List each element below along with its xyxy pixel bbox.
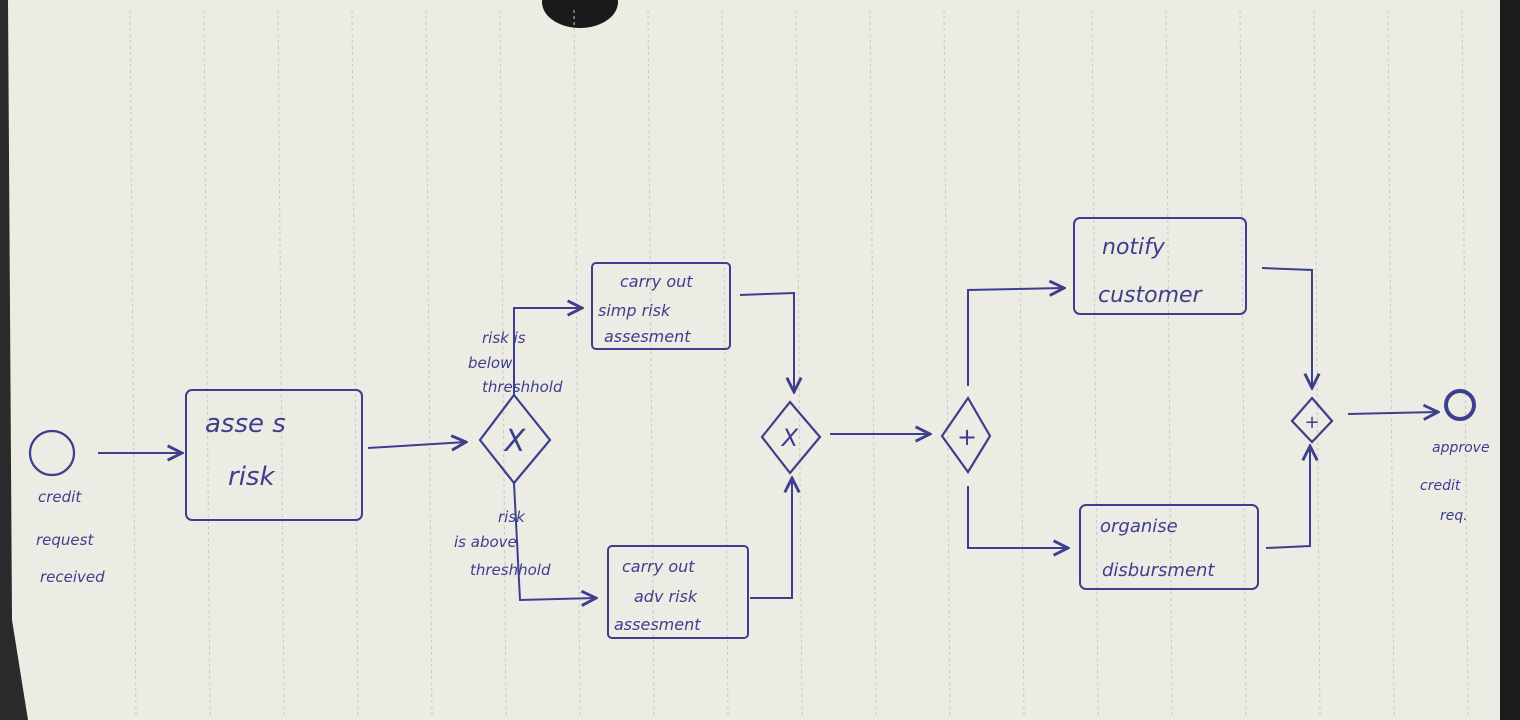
condition-below-label: risk is below threshhold [468, 329, 563, 396]
task-organise-disbursement[interactable] [1079, 504, 1259, 590]
gateway-and-split-symbol: + [957, 423, 977, 451]
condition-above-label: risk is above threshhold [454, 508, 551, 579]
task-advanced-assessment[interactable] [607, 545, 749, 639]
gateway-and-merge-symbol: + [1304, 412, 1319, 433]
task-organise-disbursement-label: organise disbursment [1100, 516, 1215, 581]
task-advanced-assessment-label: carry out adv risk assesment [614, 557, 702, 634]
flow-and-to-notify [967, 288, 1064, 386]
start-event[interactable] [28, 429, 76, 477]
gateway-xor-merge-symbol: X [780, 424, 799, 452]
gateway-xor-split-symbol: X [503, 424, 527, 459]
flow-simple-to-merge [739, 291, 794, 392]
flow-xor-to-advanced [513, 482, 596, 600]
gateway-xor-merge[interactable] [760, 400, 822, 475]
task-assess-risk[interactable] [185, 389, 363, 521]
flow-organise-to-merge [1265, 446, 1310, 549]
flow-xor-to-simple [513, 308, 582, 395]
camera-shadow [542, 0, 618, 28]
flow-advanced-to-merge [750, 478, 792, 599]
end-event[interactable] [1444, 389, 1476, 421]
gateway-and-merge[interactable] [1290, 396, 1334, 444]
task-simple-assessment-label: carry out simp risk assesment [598, 272, 698, 346]
task-notify-customer[interactable] [1073, 217, 1247, 315]
end-event-label: approve credit req. [1420, 440, 1494, 524]
task-assess-risk-label: asse s risk [205, 409, 294, 492]
start-event-label: credit request received [36, 488, 105, 586]
task-simple-assessment[interactable] [591, 262, 731, 350]
task-notify-customer-label: notify customer [1098, 235, 1204, 308]
flow-notify-to-merge [1261, 267, 1312, 388]
paper-shadow-right [1500, 0, 1520, 720]
flow-and-to-organise [967, 486, 1068, 548]
gateway-and-split[interactable] [940, 395, 992, 474]
flow-and-merge-to-end [1347, 412, 1438, 414]
flow-assess-to-xor [367, 442, 466, 448]
